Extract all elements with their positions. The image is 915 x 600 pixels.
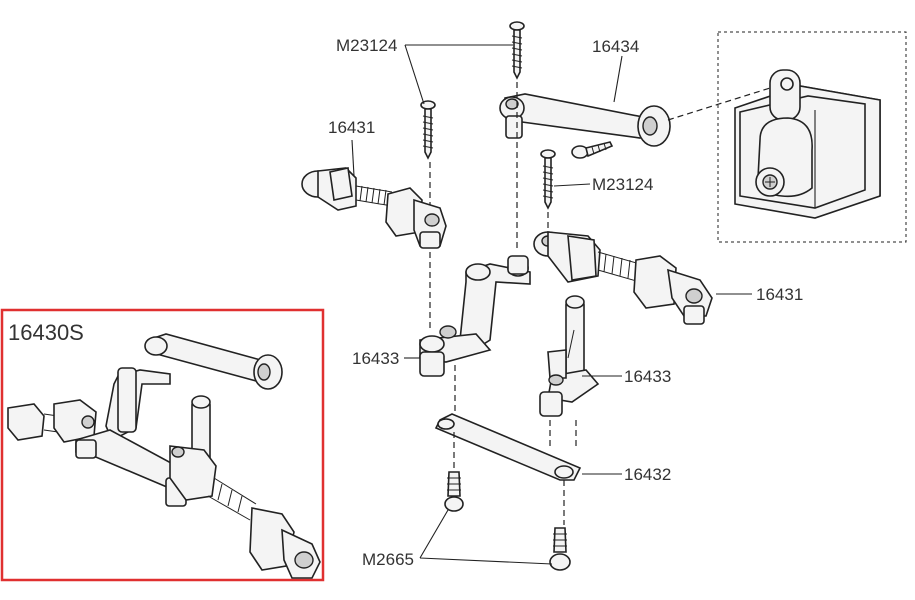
inset-border [0,308,325,582]
screw-m23124-top [509,21,525,80]
label-screw-m23124-top: M23124 [336,36,397,55]
turnbuckle-16431-right [533,231,713,325]
inset-title: 16430S [8,320,84,345]
label-turnbuckle-left: 16431 [328,118,375,137]
servo-detail [717,31,907,243]
label-bellcrank-left: 16433 [352,349,399,368]
servo-saver-arm-16434 [499,93,671,147]
assembly-inset: 16430S [0,308,325,582]
screw-m2665-right [549,527,571,571]
label-servo-saver-arm: 16434 [592,37,639,56]
label-turnbuckle-right: 16431 [756,285,803,304]
label-drag-link: 16432 [624,465,671,484]
screw-m23124-mid [540,149,556,210]
drag-link-16432 [434,413,582,481]
bellcrank-16433-left [419,255,531,377]
screw-m23124-left [420,100,436,160]
bellcrank-16433-right [539,295,600,417]
screw-servo-horn [571,141,614,159]
label-bellcrank-right: 16433 [624,367,671,386]
label-screw-m23124-mid: M23124 [592,175,653,194]
turnbuckle-16431-left [301,167,447,249]
screw-m2665-left [444,471,464,512]
label-screw-m2665: M2665 [362,550,414,569]
